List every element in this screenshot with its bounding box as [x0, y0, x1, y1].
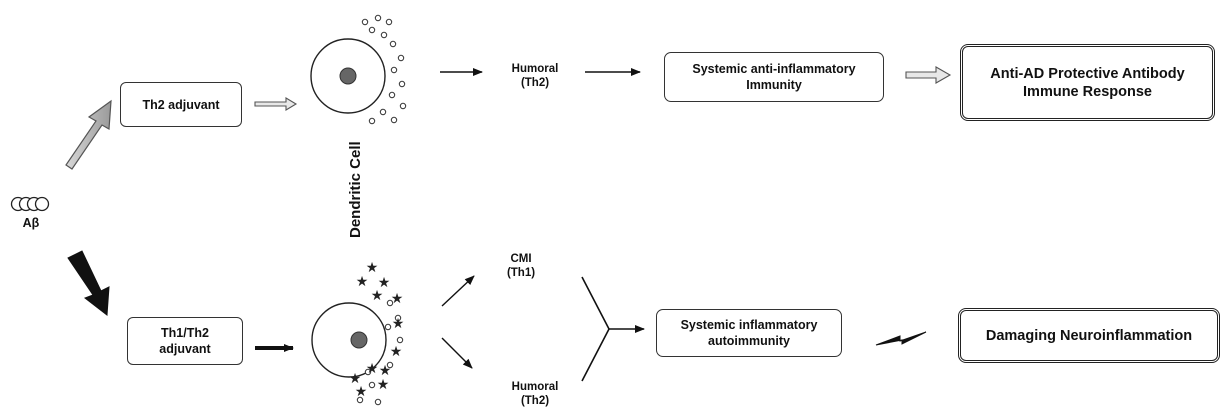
arrow-cell-to-humoral-bottom: [441, 337, 473, 369]
svg-text:★: ★: [366, 260, 379, 276]
svg-text:★: ★: [377, 377, 390, 393]
lightning-bolt-icon: [875, 331, 927, 346]
cmi-th1-label: CMI (Th1): [506, 253, 536, 279]
dendritic-cell-top-icon: [310, 38, 386, 114]
arrow-th2-adjuvant-to-cell: [254, 97, 298, 111]
th1th2-adjuvant-box: Th1/Th2 adjuvant: [127, 317, 243, 365]
svg-text:★: ★: [355, 384, 368, 400]
th2-adjuvant-box: Th2 adjuvant: [120, 82, 242, 127]
cytokine-stars-bottom: ★★★ ★★★ ★★★ ★★★: [349, 260, 405, 400]
inflammatory-autoimmunity-box: Systemic inflammatory autoimmunity: [656, 309, 842, 357]
neuroinflammation-outcome-box: Damaging Neuroinflammation: [958, 308, 1220, 363]
svg-text:★: ★: [349, 371, 362, 387]
secreted-vesicles-top: [361, 14, 407, 125]
arrow-abeta-to-th1th2-adjuvant: [67, 250, 110, 316]
svg-text:★: ★: [371, 288, 384, 304]
secreted-vesicles-bottom: [356, 299, 404, 406]
svg-text:★: ★: [391, 291, 404, 307]
arrow-abeta-to-th2-adjuvant: [65, 99, 112, 170]
abeta-oligomer-icon: [10, 196, 50, 212]
protective-antibody-outcome-box: Anti-AD Protective Antibody Immune Respo…: [960, 44, 1215, 121]
svg-text:★: ★: [390, 344, 403, 360]
svg-text:★: ★: [366, 361, 379, 377]
arrow-antiinflammatory-to-outcome: [905, 66, 952, 84]
convergence-connector: [581, 276, 645, 382]
svg-text:★: ★: [379, 363, 392, 379]
svg-text:★: ★: [378, 275, 391, 291]
arrow-cell-to-cmi: [441, 275, 475, 307]
antiinflammatory-immunity-box: Systemic anti-inflammatory Immunity: [664, 52, 884, 102]
svg-text:★: ★: [392, 316, 405, 332]
svg-text:★: ★: [356, 274, 369, 290]
dendritic-cell-label: Dendritic Cell: [347, 141, 364, 238]
dendritic-cell-bottom-icon: [311, 302, 387, 378]
humoral-th2-bottom-label: Humoral (Th2): [511, 381, 559, 407]
humoral-th2-top-label: Humoral (Th2): [511, 63, 559, 89]
abeta-label: Aβ: [22, 216, 40, 230]
